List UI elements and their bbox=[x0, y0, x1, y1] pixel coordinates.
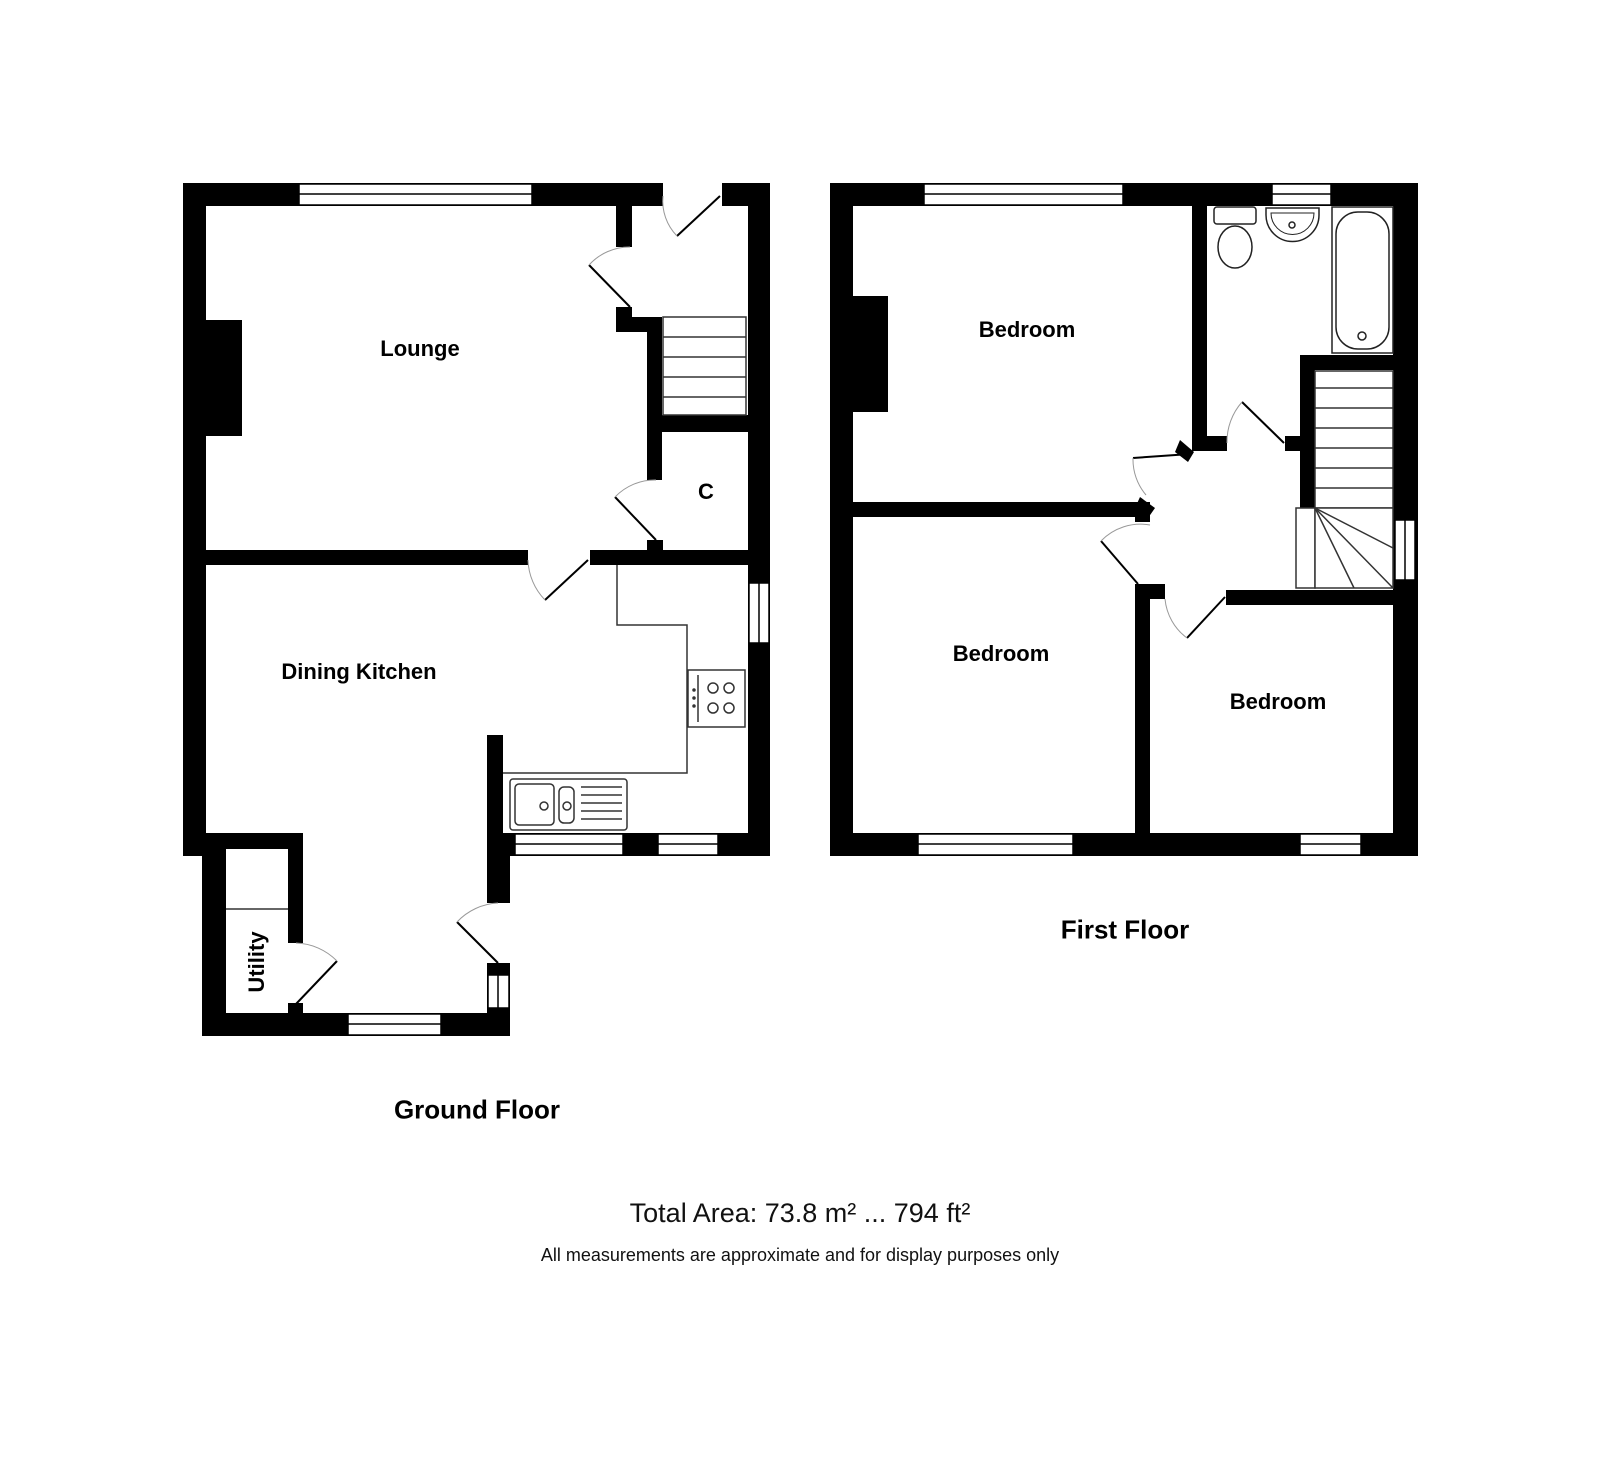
ground-floor-doors bbox=[295, 195, 721, 1005]
room-label-bedroom-3: Bedroom bbox=[1229, 689, 1327, 714]
bath-icon bbox=[1331, 206, 1394, 354]
room-label-lounge: Lounge bbox=[380, 336, 460, 361]
room-label-bedroom-2: Bedroom bbox=[952, 641, 1050, 666]
ground-floor-windows bbox=[298, 183, 770, 1036]
floor-title-ground: Ground Floor bbox=[393, 1094, 561, 1125]
first-floor-doors bbox=[1100, 401, 1285, 639]
room-label-bedroom-1: Bedroom bbox=[978, 317, 1076, 342]
floor-title-first: First Floor bbox=[1060, 914, 1190, 945]
kitchen-worktop bbox=[503, 565, 688, 774]
basin-icon bbox=[1265, 207, 1320, 243]
room-label-utility: Utility bbox=[244, 931, 269, 993]
ground-floor-plan bbox=[183, 183, 770, 1036]
toilet-icon bbox=[1213, 206, 1257, 269]
first-floor-windows bbox=[917, 183, 1416, 856]
first-floor-plan bbox=[830, 183, 1418, 856]
sink-icon bbox=[509, 778, 628, 831]
stairs-icon bbox=[662, 316, 747, 416]
disclaimer: All measurements are approximate and for… bbox=[540, 1245, 1060, 1265]
hob-icon bbox=[687, 669, 746, 728]
room-label-dining-kitchen: Dining Kitchen bbox=[281, 659, 437, 684]
stairs-icon bbox=[1295, 370, 1394, 589]
room-label-cupboard: C bbox=[698, 479, 714, 504]
total-area: Total Area: 73.8 m² ... 794 ft² bbox=[629, 1198, 971, 1228]
